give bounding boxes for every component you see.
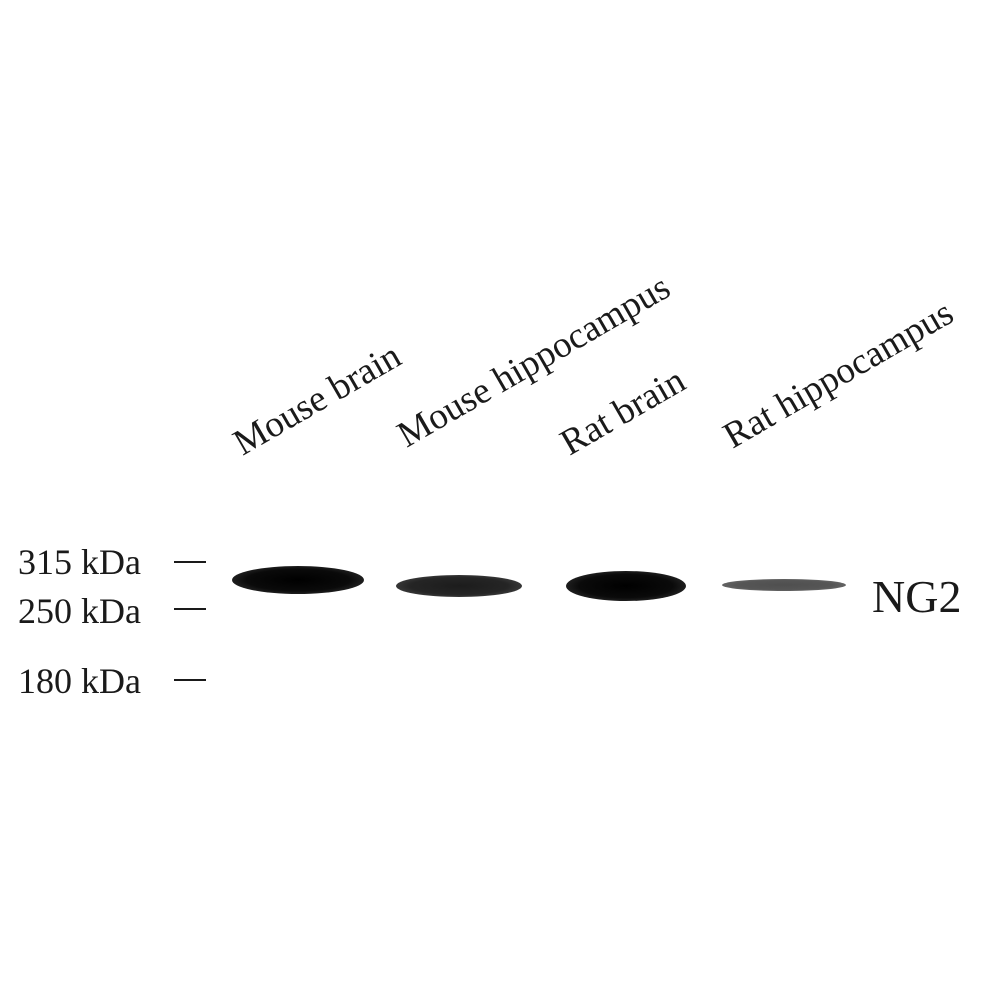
lane-label-rat-hippocampus: Rat hippocampus: [716, 292, 961, 457]
band-rat-hippocampus: [722, 579, 846, 591]
protein-label: NG2: [872, 571, 962, 622]
band-mouse-brain: [232, 566, 364, 594]
marker-label-180: 180 kDa: [18, 661, 141, 701]
marker-label-315: 315 kDa: [18, 542, 141, 582]
marker-tick-180: [174, 679, 206, 681]
lane-label-rat-brain: Rat brain: [553, 359, 693, 464]
marker-tick-315: [174, 561, 206, 563]
marker-tick-250: [174, 608, 206, 610]
marker-label-250: 250 kDa: [18, 591, 141, 631]
lane-label-mouse-brain: Mouse brain: [226, 335, 409, 464]
band-mouse-hippocampus: [396, 575, 522, 597]
band-rat-brain: [566, 571, 686, 601]
